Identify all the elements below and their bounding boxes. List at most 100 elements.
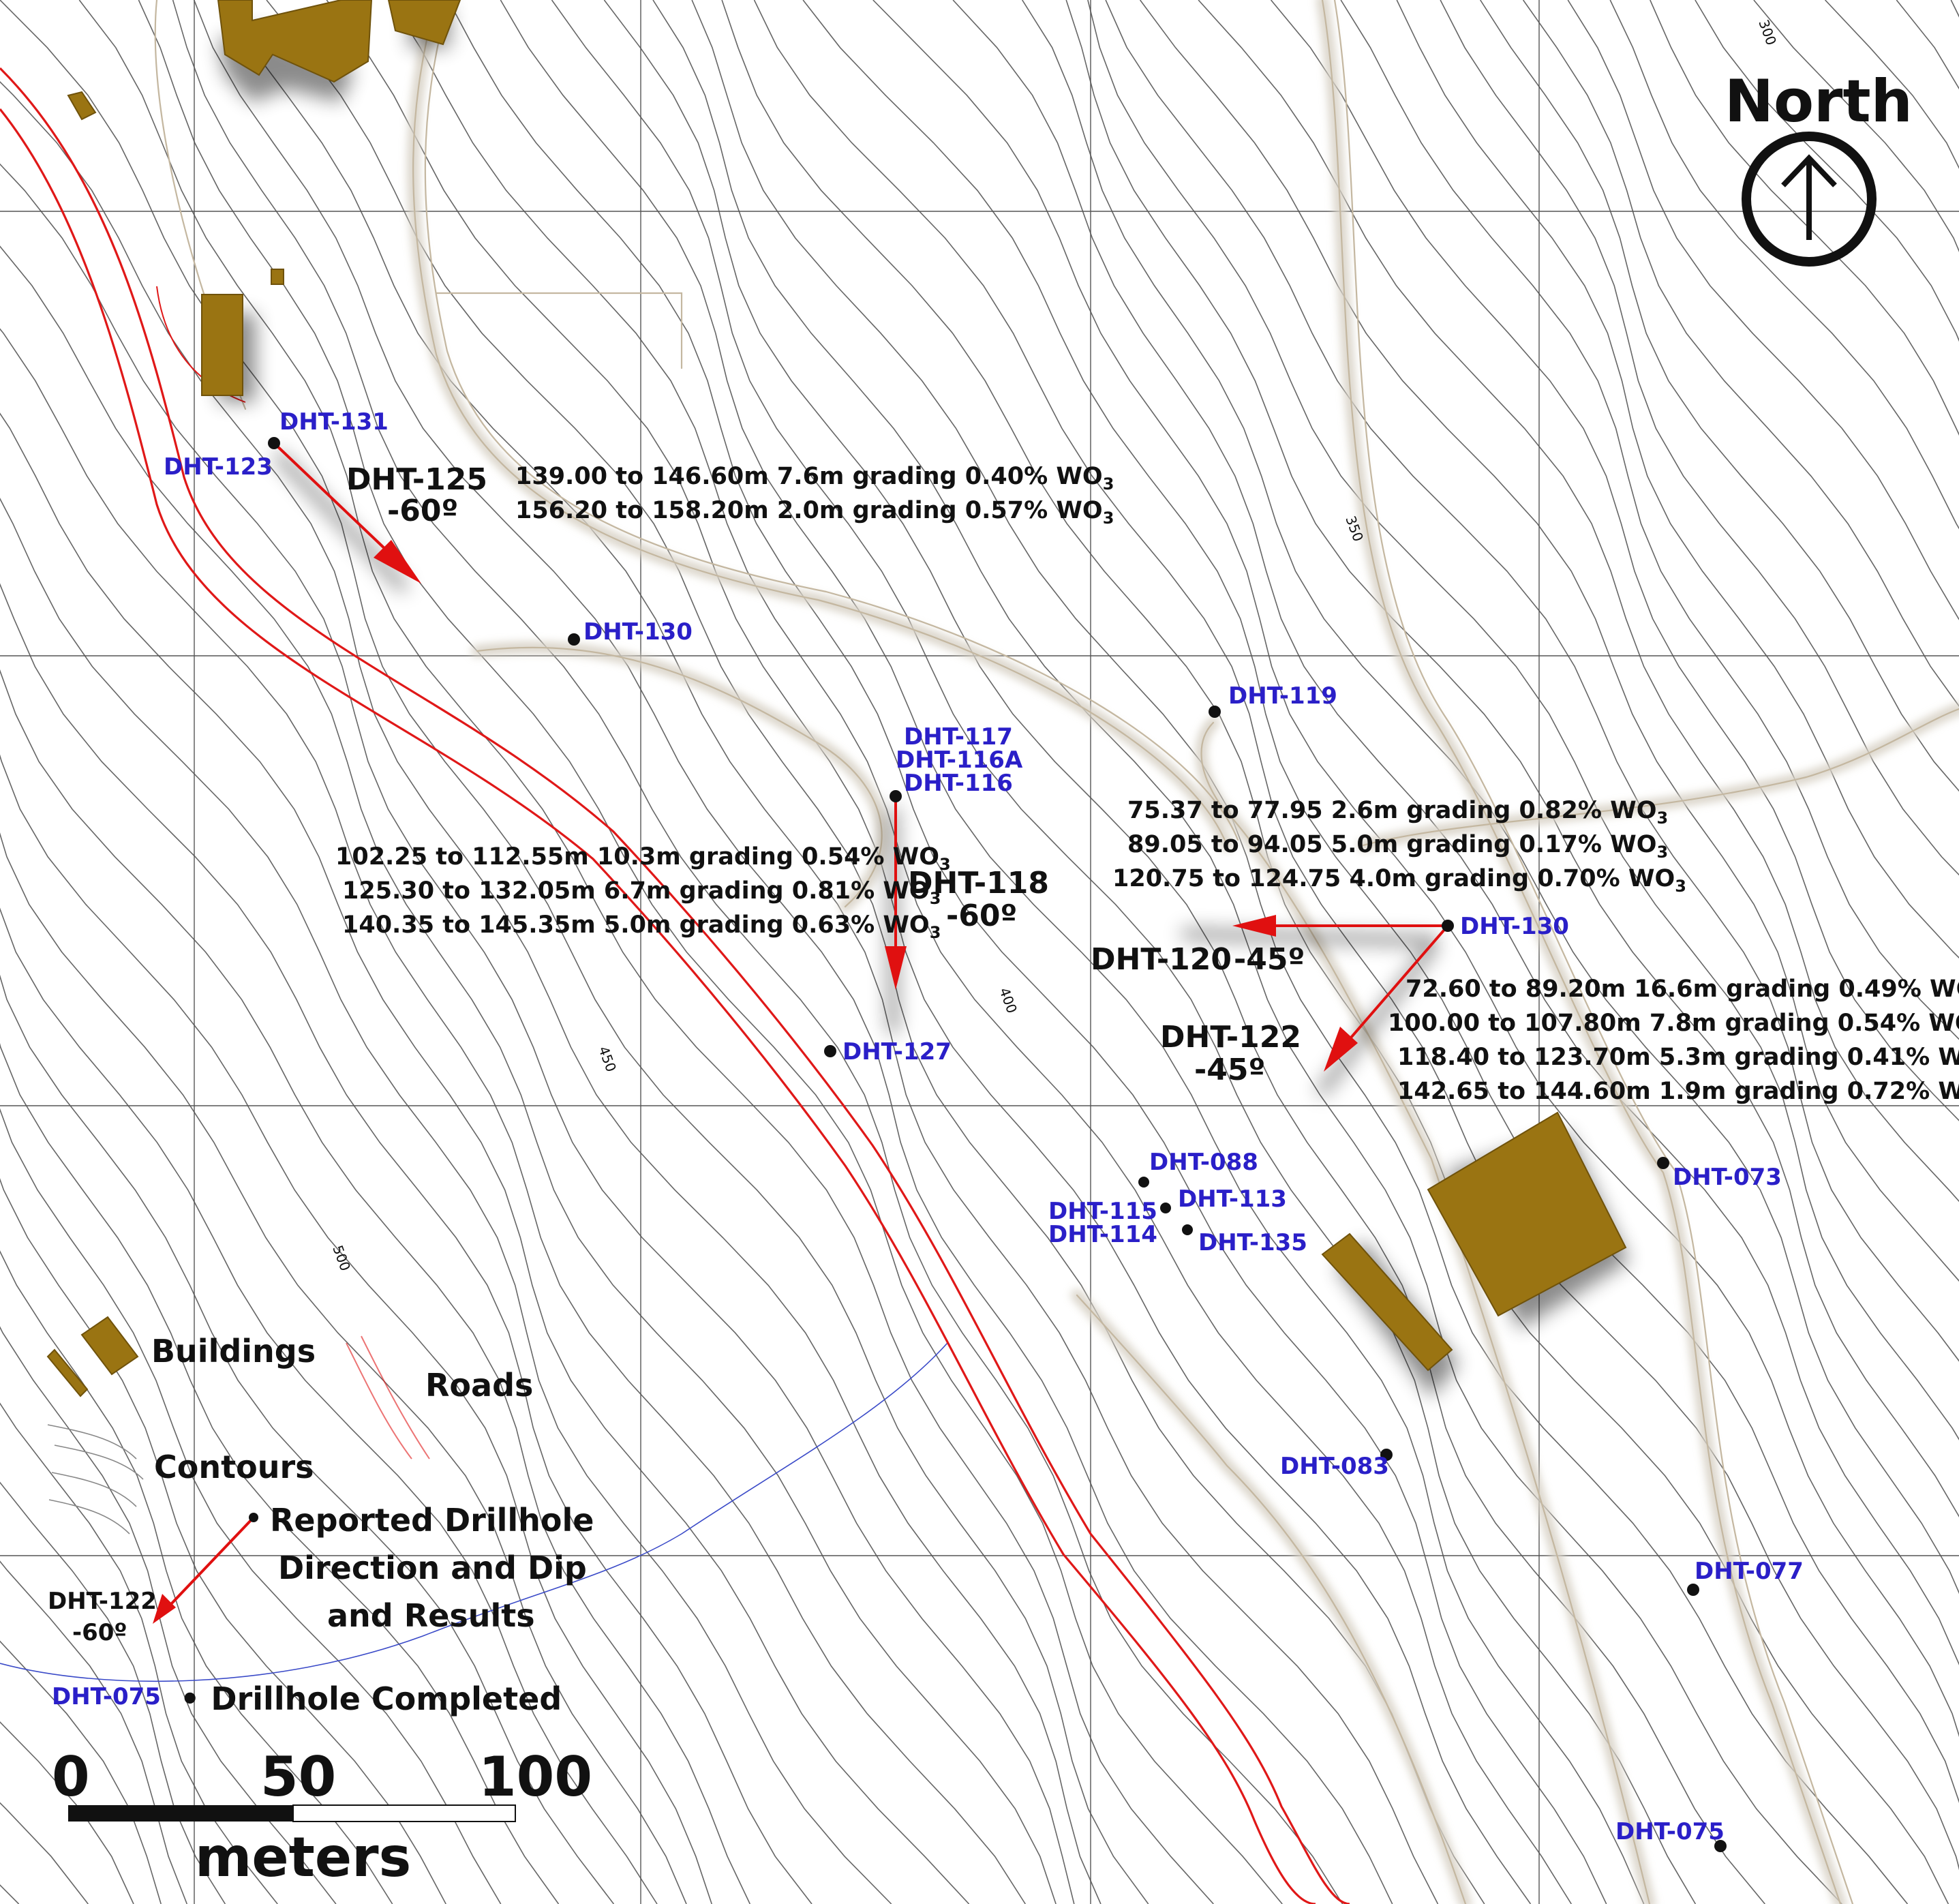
hole-label-dht-083[interactable]: DHT-083	[1280, 1453, 1389, 1480]
tracks	[154, 0, 1959, 1904]
contour-line	[1139, 0, 1959, 1282]
result-line: 102.25 to 112.55m 10.3m grading 0.54% WO…	[335, 843, 951, 874]
contour-line	[0, 754, 712, 1904]
contour-line	[1609, 0, 1959, 530]
hole-dot-dht-116[interactable]	[890, 790, 902, 802]
hole-label-dht-113[interactable]: DHT-113	[1178, 1185, 1287, 1213]
hole-dot-dht-119[interactable]	[1209, 706, 1221, 718]
north-arrow-icon	[1742, 132, 1877, 267]
legend-completed-example: DHT-075	[52, 1683, 161, 1710]
hole-label-dht-135[interactable]: DHT-135	[1198, 1229, 1307, 1256]
contour-line	[0, 1326, 337, 1904]
contour-line	[1650, 0, 1959, 436]
contour-line	[1065, 0, 1959, 1517]
hole-label-dht-127[interactable]: DHT-127	[842, 1038, 952, 1066]
hole-label-dht-088[interactable]: DHT-088	[1149, 1149, 1258, 1176]
contour-line	[753, 0, 1959, 1871]
hole-dot-dht-113[interactable]	[1160, 1203, 1171, 1213]
result-line: 120.75 to 124.75 4.0m grading 0.70% WO3	[1112, 865, 1686, 896]
legend-roads-swatch	[346, 1335, 430, 1460]
contour-line	[691, 0, 1909, 1904]
contour-line	[802, 0, 1959, 1803]
hole-dot-dht-083[interactable]	[1380, 1449, 1393, 1461]
dip-dht-122: -45º	[1194, 1053, 1265, 1087]
hole-label-dht-117[interactable]: DHT-117	[904, 723, 1013, 751]
result-line: 156.20 to 158.20m 2.0m grading 0.57% WO3	[515, 497, 1114, 528]
contour-line	[1522, 0, 1959, 708]
hole-label-dht-119[interactable]: DHT-119	[1228, 682, 1337, 710]
contour-line	[0, 669, 751, 1904]
hole-dot-dht-131[interactable]	[268, 437, 280, 449]
legend-contours-swatch	[47, 1424, 144, 1535]
hole-label-dht-131[interactable]: DHT-131	[279, 408, 389, 436]
hole-label-dht-075[interactable]: DHT-075	[1615, 1818, 1725, 1845]
contour-line	[0, 1108, 502, 1904]
hole-dot-dht-135[interactable]	[1182, 1224, 1193, 1235]
contour-line	[0, 832, 687, 1904]
result-line: 75.37 to 77.95 2.6m grading 0.82% WO3	[1127, 797, 1668, 828]
hole-dot-dht-130a[interactable]	[568, 633, 580, 646]
title-dht-118: DHT-118	[908, 866, 1049, 901]
contour-line	[138, 0, 1283, 1904]
contour-line	[0, 583, 813, 1904]
legend-reported-swatch	[153, 1513, 258, 1624]
assay-results: 139.00 to 146.60m 7.6m grading 0.40% WO3…	[335, 463, 1959, 1105]
result-line: 139.00 to 146.60m 7.6m grading 0.40% WO3	[515, 463, 1114, 494]
contour-line	[0, 1250, 393, 1904]
arrow-dht-120	[1232, 915, 1448, 937]
contour-line	[172, 0, 1343, 1904]
hole-label-dht-130a[interactable]: DHT-130	[583, 618, 693, 646]
hole-label-dht-116[interactable]: DHT-116	[904, 770, 1013, 797]
result-line: 118.40 to 123.70m 5.3m grading 0.41% WO3	[1397, 1044, 1959, 1074]
result-line: 125.30 to 132.05m 6.7m grading 0.81% WO3	[342, 877, 941, 908]
contour-line	[603, 0, 1765, 1904]
legend-roads-label: Roads	[425, 1367, 533, 1404]
title-dht-125: DHT-125	[346, 462, 487, 497]
contour-line	[0, 974, 615, 1904]
contour-line	[0, 412, 970, 1904]
contour-line	[1198, 0, 1959, 1203]
hole-label-dht-116a[interactable]: DHT-116A	[896, 746, 1023, 774]
scale-unit: meters	[195, 1826, 411, 1889]
hole-dot-dht-127[interactable]	[824, 1045, 836, 1057]
legend-buildings-label: Buildings	[151, 1333, 316, 1370]
buildings	[67, 0, 1629, 1397]
dip-dht-120: -45º	[1234, 942, 1305, 977]
hole-dot-dht-075[interactable]	[1714, 1840, 1727, 1852]
contour-line	[193, 0, 1393, 1904]
contour-line	[1396, 0, 1959, 959]
legend: Buildings Roads Contours Reported Drillh…	[46, 1316, 594, 1889]
drillhole-dots	[268, 437, 1727, 1852]
contour-line	[0, 328, 1026, 1904]
hole-label-dht-123[interactable]: DHT-123	[164, 453, 273, 481]
title-dht-120: DHT-120	[1091, 942, 1232, 977]
contour-line	[0, 1560, 188, 1904]
hole-label-dht-073[interactable]: DHT-073	[1673, 1164, 1782, 1191]
hole-label-dht-077[interactable]: DHT-077	[1695, 1558, 1804, 1585]
contour-line	[0, 907, 658, 1904]
contour-line	[872, 0, 1959, 1738]
scale-tick-50: 50	[260, 1745, 336, 1809]
hole-label-dht-115[interactable]: DHT-115	[1048, 1198, 1157, 1225]
hole-dot-dht-088[interactable]	[1138, 1177, 1149, 1188]
contour-line	[1340, 0, 1959, 1040]
contour-line	[0, 1178, 446, 1904]
legend-completed-label: • Drillhole Completed	[180, 1680, 562, 1717]
dip-dht-125: -60º	[387, 494, 458, 528]
hole-dot-dht-130b[interactable]	[1442, 920, 1454, 932]
contour-line	[389, 0, 1572, 1904]
contour-line	[78, 0, 1214, 1904]
drillhole-titles: DHT-125 -60º DHT-118 -60º DHT-120 -45º D…	[346, 462, 1305, 1087]
hole-dot-dht-073[interactable]	[1657, 1157, 1669, 1169]
legend-buildings-swatch	[46, 1316, 139, 1397]
hole-label-dht-130b[interactable]: DHT-130	[1460, 913, 1569, 940]
dip-dht-118: -60º	[946, 898, 1017, 933]
contour-line	[0, 1043, 560, 1904]
hole-label-dht-114[interactable]: DHT-114	[1048, 1221, 1157, 1248]
result-line: 89.05 to 94.05 5.0m grading 0.17% WO3	[1127, 831, 1668, 862]
contour-line	[0, 498, 892, 1904]
result-line: 100.00 to 107.80m 7.8m grading 0.54% WO3	[1388, 1010, 1959, 1040]
hole-dot-dht-077[interactable]	[1687, 1584, 1699, 1596]
